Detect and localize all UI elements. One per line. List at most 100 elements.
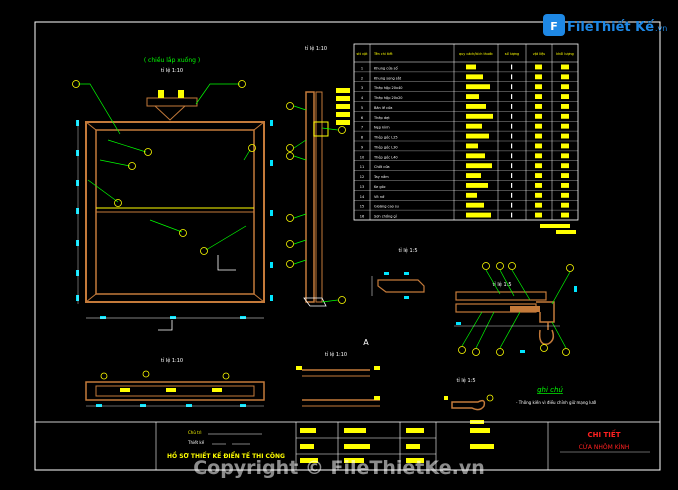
table-cell-qty — [511, 192, 513, 198]
sheet-subtitle: CỬA NHÔM KÍNH — [579, 443, 630, 451]
detail-b: tỉ lệ 1:5 — [454, 262, 577, 356]
hinge-marker — [178, 90, 184, 98]
table-cell-spec — [466, 123, 482, 129]
table-header: số lượng — [505, 52, 519, 56]
table-cell-no: 6 — [361, 116, 363, 120]
table-cell-weight — [561, 192, 569, 198]
detail-a-scale: tỉ lệ 1:5 — [398, 247, 417, 254]
project-name: HỒ SƠ THIẾT KẾ ĐIỂN TẾ THI CÔNG — [167, 451, 285, 460]
bottom-view-scale: tỉ lệ 1:10 — [161, 357, 183, 364]
table-cell-material — [535, 173, 542, 178]
table-cell-name: Tay nắm — [373, 174, 389, 179]
table-cell-weight — [561, 133, 569, 139]
table-cell-weight — [561, 74, 569, 80]
table-cell-material — [535, 84, 542, 90]
table-header: quy cách/kích thước — [459, 52, 493, 56]
logo-brand: File — [567, 20, 594, 35]
table-cell-weight — [561, 104, 569, 109]
table-cell-spec — [466, 94, 479, 99]
table-cell-no: 1 — [361, 66, 363, 70]
side-view: tỉ lệ 1:10 — [286, 45, 350, 307]
watermark: Copyright © FileThietKe.vn — [193, 457, 485, 479]
table-cell-material — [535, 123, 542, 129]
table-cell-qty — [511, 143, 513, 149]
side-view-scale: tỉ lệ 1:10 — [305, 45, 327, 52]
table-cell-no: 14 — [360, 195, 365, 199]
table-cell-no: 8 — [361, 136, 363, 140]
table-cell-spec — [466, 104, 486, 109]
table-cell-spec — [466, 212, 491, 218]
table-cell-qty — [511, 123, 513, 129]
table-cell-weight — [561, 143, 569, 149]
table-cell-material — [535, 202, 542, 208]
table-cell-qty — [511, 183, 513, 188]
table-cell-no: 2 — [361, 76, 363, 80]
table-cell-spec — [466, 64, 476, 70]
table-cell-spec — [466, 192, 477, 198]
label-lead: Chủ trì — [188, 430, 201, 435]
table-cell-material — [535, 94, 542, 99]
table-header: stt vật — [357, 52, 369, 56]
table-cell-name: Nẹp kính — [374, 126, 390, 130]
table-cell-no: 11 — [360, 165, 364, 169]
table-cell-spec — [466, 133, 489, 139]
table-cell-qty — [511, 173, 513, 178]
svg-text:F: F — [550, 20, 558, 33]
table-header: vật liệu — [533, 52, 546, 56]
logo-badge — [543, 14, 565, 36]
top-hinge — [146, 97, 198, 107]
table-cell-qty — [511, 94, 513, 99]
table-cell-spec — [466, 143, 478, 149]
section-marker: A — [363, 338, 369, 347]
sheet-title: CHI TIẾT — [588, 429, 621, 439]
table-cell-no: 5 — [361, 106, 363, 110]
table-cell-weight — [561, 123, 569, 129]
table-cell-name: Thép hộp 20x20 — [373, 96, 403, 100]
table-cell-no: 7 — [361, 126, 363, 130]
table-cell-name: Sơn chống gỉ — [374, 215, 397, 219]
label-design: Thiết kế — [187, 440, 205, 445]
section-view: tỉ lệ 1:10 — [296, 351, 380, 407]
frame-outer — [85, 121, 265, 303]
table-cell-qty — [511, 104, 513, 109]
table-cell-spec — [466, 153, 485, 159]
table-cell-qty — [511, 74, 513, 80]
table-cell-material — [535, 212, 542, 218]
front-view: ( chiều lắp xuống ) tỉ lệ 1:10 — [72, 56, 273, 331]
table-cell-spec — [466, 74, 483, 80]
notes-block: ghi chú - Thông kiến vì điều chỉnh giữ m… — [516, 386, 596, 405]
logo-brand2: Thiết Kế — [593, 20, 654, 35]
title-block: Chủ trì Thiết kế HỒ SƠ THIẾT KẾ ĐIỂN TẾ … — [34, 421, 661, 471]
table-cell-spec — [466, 163, 492, 169]
hinge-marker — [158, 90, 164, 98]
table-cell-material — [535, 143, 542, 149]
table-cell-name: Thép hộp 20x40 — [373, 86, 403, 90]
table-cell-spec — [466, 183, 488, 188]
table-cell-no: 12 — [360, 175, 364, 179]
logo-domain: .vn — [655, 24, 667, 33]
table-cell-weight — [561, 212, 569, 218]
table-header: khối lượng — [556, 52, 574, 56]
top-bracket — [154, 105, 186, 121]
table-cell-material — [535, 64, 542, 70]
table-cell-material — [535, 153, 542, 159]
table-cell-no: 4 — [361, 96, 364, 100]
table-cell-no: 15 — [360, 205, 364, 209]
table-cell-weight — [561, 94, 569, 99]
table-cell-weight — [561, 113, 569, 119]
table-header: Tên chi tiết — [373, 52, 393, 56]
table-cell-material — [535, 163, 542, 169]
bottom-view: tỉ lệ 1:10 — [85, 357, 265, 407]
table-cell-qty — [511, 163, 513, 169]
table-cell-name: Khung cửa sổ — [374, 65, 399, 70]
table-cell-name: Thép góc L30 — [373, 145, 398, 149]
table-cell-spec — [466, 113, 493, 119]
table-cell-no: 9 — [361, 145, 363, 149]
section-view-scale: tỉ lệ 1:10 — [325, 351, 347, 358]
table-cell-name: Bản lề cửa — [374, 106, 392, 110]
side-profile — [305, 91, 315, 303]
table-cell-weight — [561, 202, 569, 208]
small-detail-scale: tỉ lệ 1:5 — [456, 377, 475, 384]
table-cell-name: Chốt cửa — [374, 165, 390, 169]
